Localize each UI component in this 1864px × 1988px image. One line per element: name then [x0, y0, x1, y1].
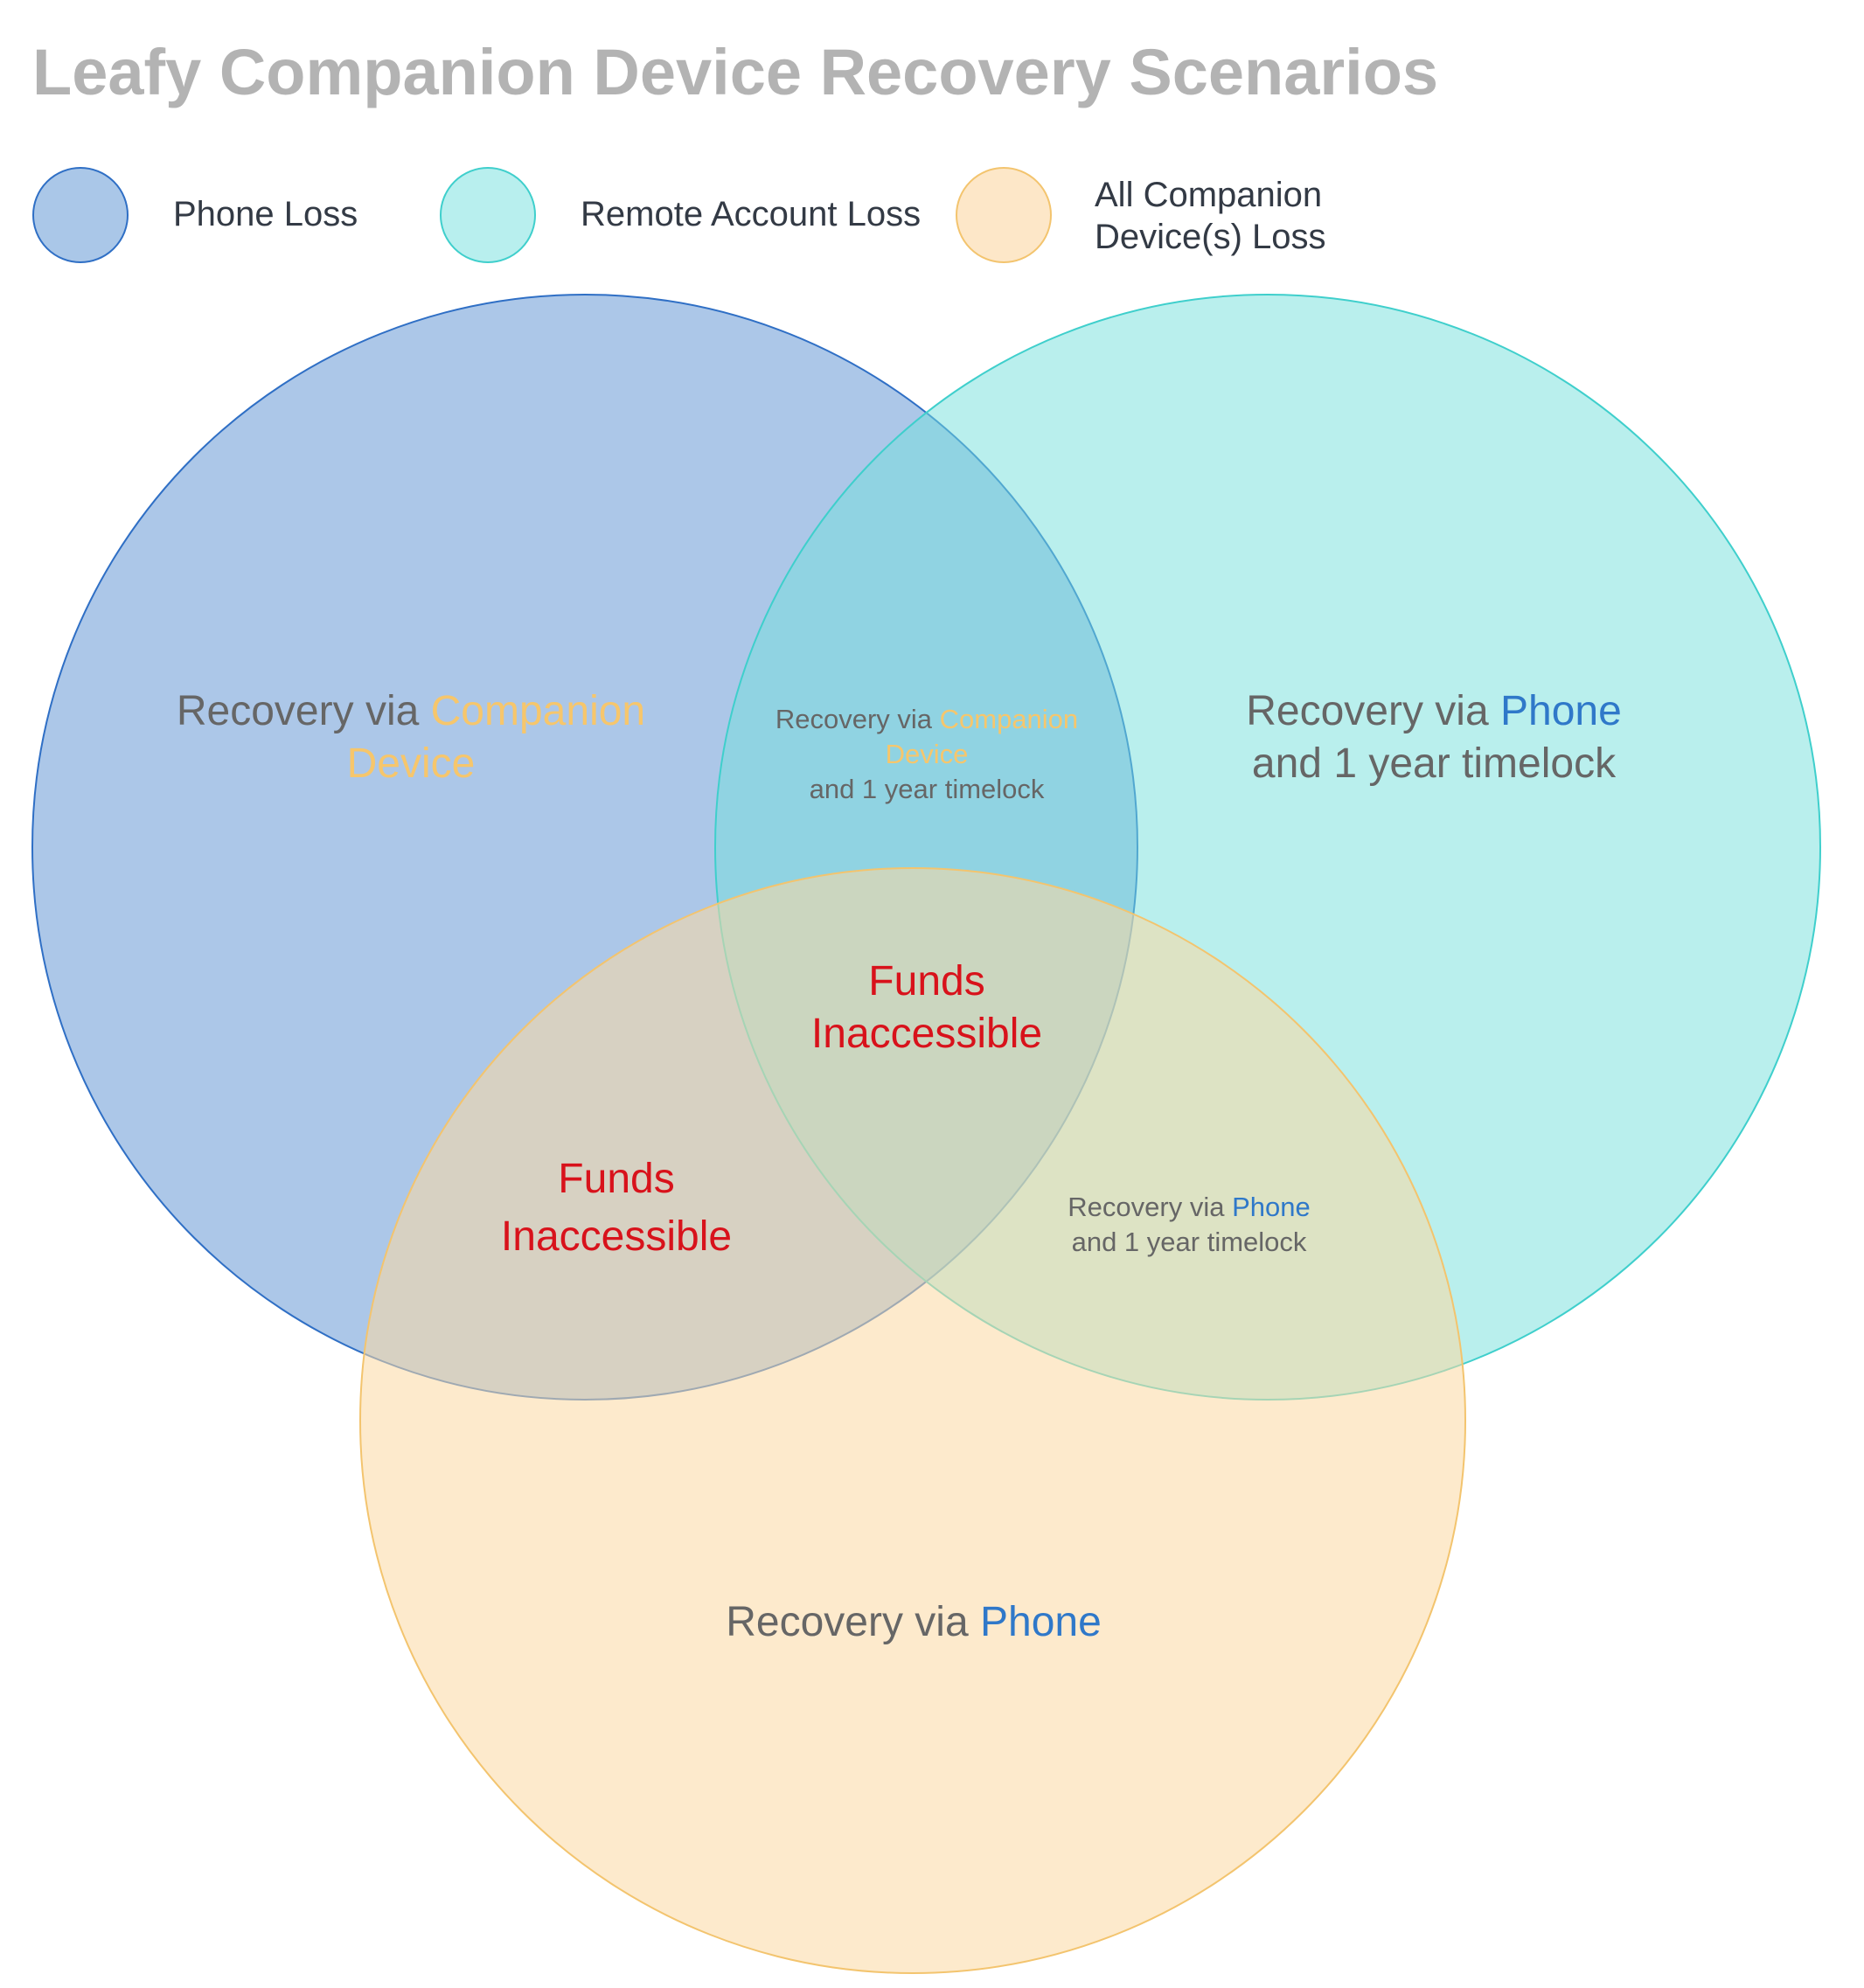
region-label-phone-companion: Funds Inaccessible	[500, 1156, 733, 1260]
region-label-companion-only: Recovery via Phone	[726, 1599, 1102, 1645]
legend-label-phone-loss: Phone Loss	[173, 195, 358, 233]
companion-device-highlight: Companion	[939, 704, 1079, 734]
legend-swatch-phone-loss	[32, 167, 129, 263]
region-label-remote-only: Recovery via Phone and 1 year timelock	[1246, 688, 1622, 787]
region-label-all-three: Funds Inaccessible	[810, 958, 1043, 1057]
region-label-phone-only: Recovery via Companion Device	[176, 688, 646, 787]
legend-swatch-companion-device-loss	[956, 167, 1052, 263]
phone-highlight: Phone	[1499, 688, 1622, 734]
legend-label-remote-account-loss: Remote Account Loss	[581, 195, 922, 233]
legend-swatch-remote-account-loss	[440, 167, 536, 263]
phone-highlight: Phone	[979, 1599, 1102, 1645]
phone-highlight: Phone	[1232, 1192, 1311, 1222]
circle-companion-device-loss	[359, 867, 1466, 1974]
diagram-title: Leafy Companion Device Recovery Scenario…	[32, 36, 1439, 108]
region-label-remote-companion: Recovery via Phone and 1 year timelock	[1068, 1192, 1311, 1257]
region-label-phone-remote: Recovery via Companion Device and 1 year…	[775, 704, 1079, 804]
legend-label-companion-device-loss: All Companion Device(s) Loss	[1095, 176, 1326, 256]
companion-device-highlight: Companion	[430, 688, 646, 734]
